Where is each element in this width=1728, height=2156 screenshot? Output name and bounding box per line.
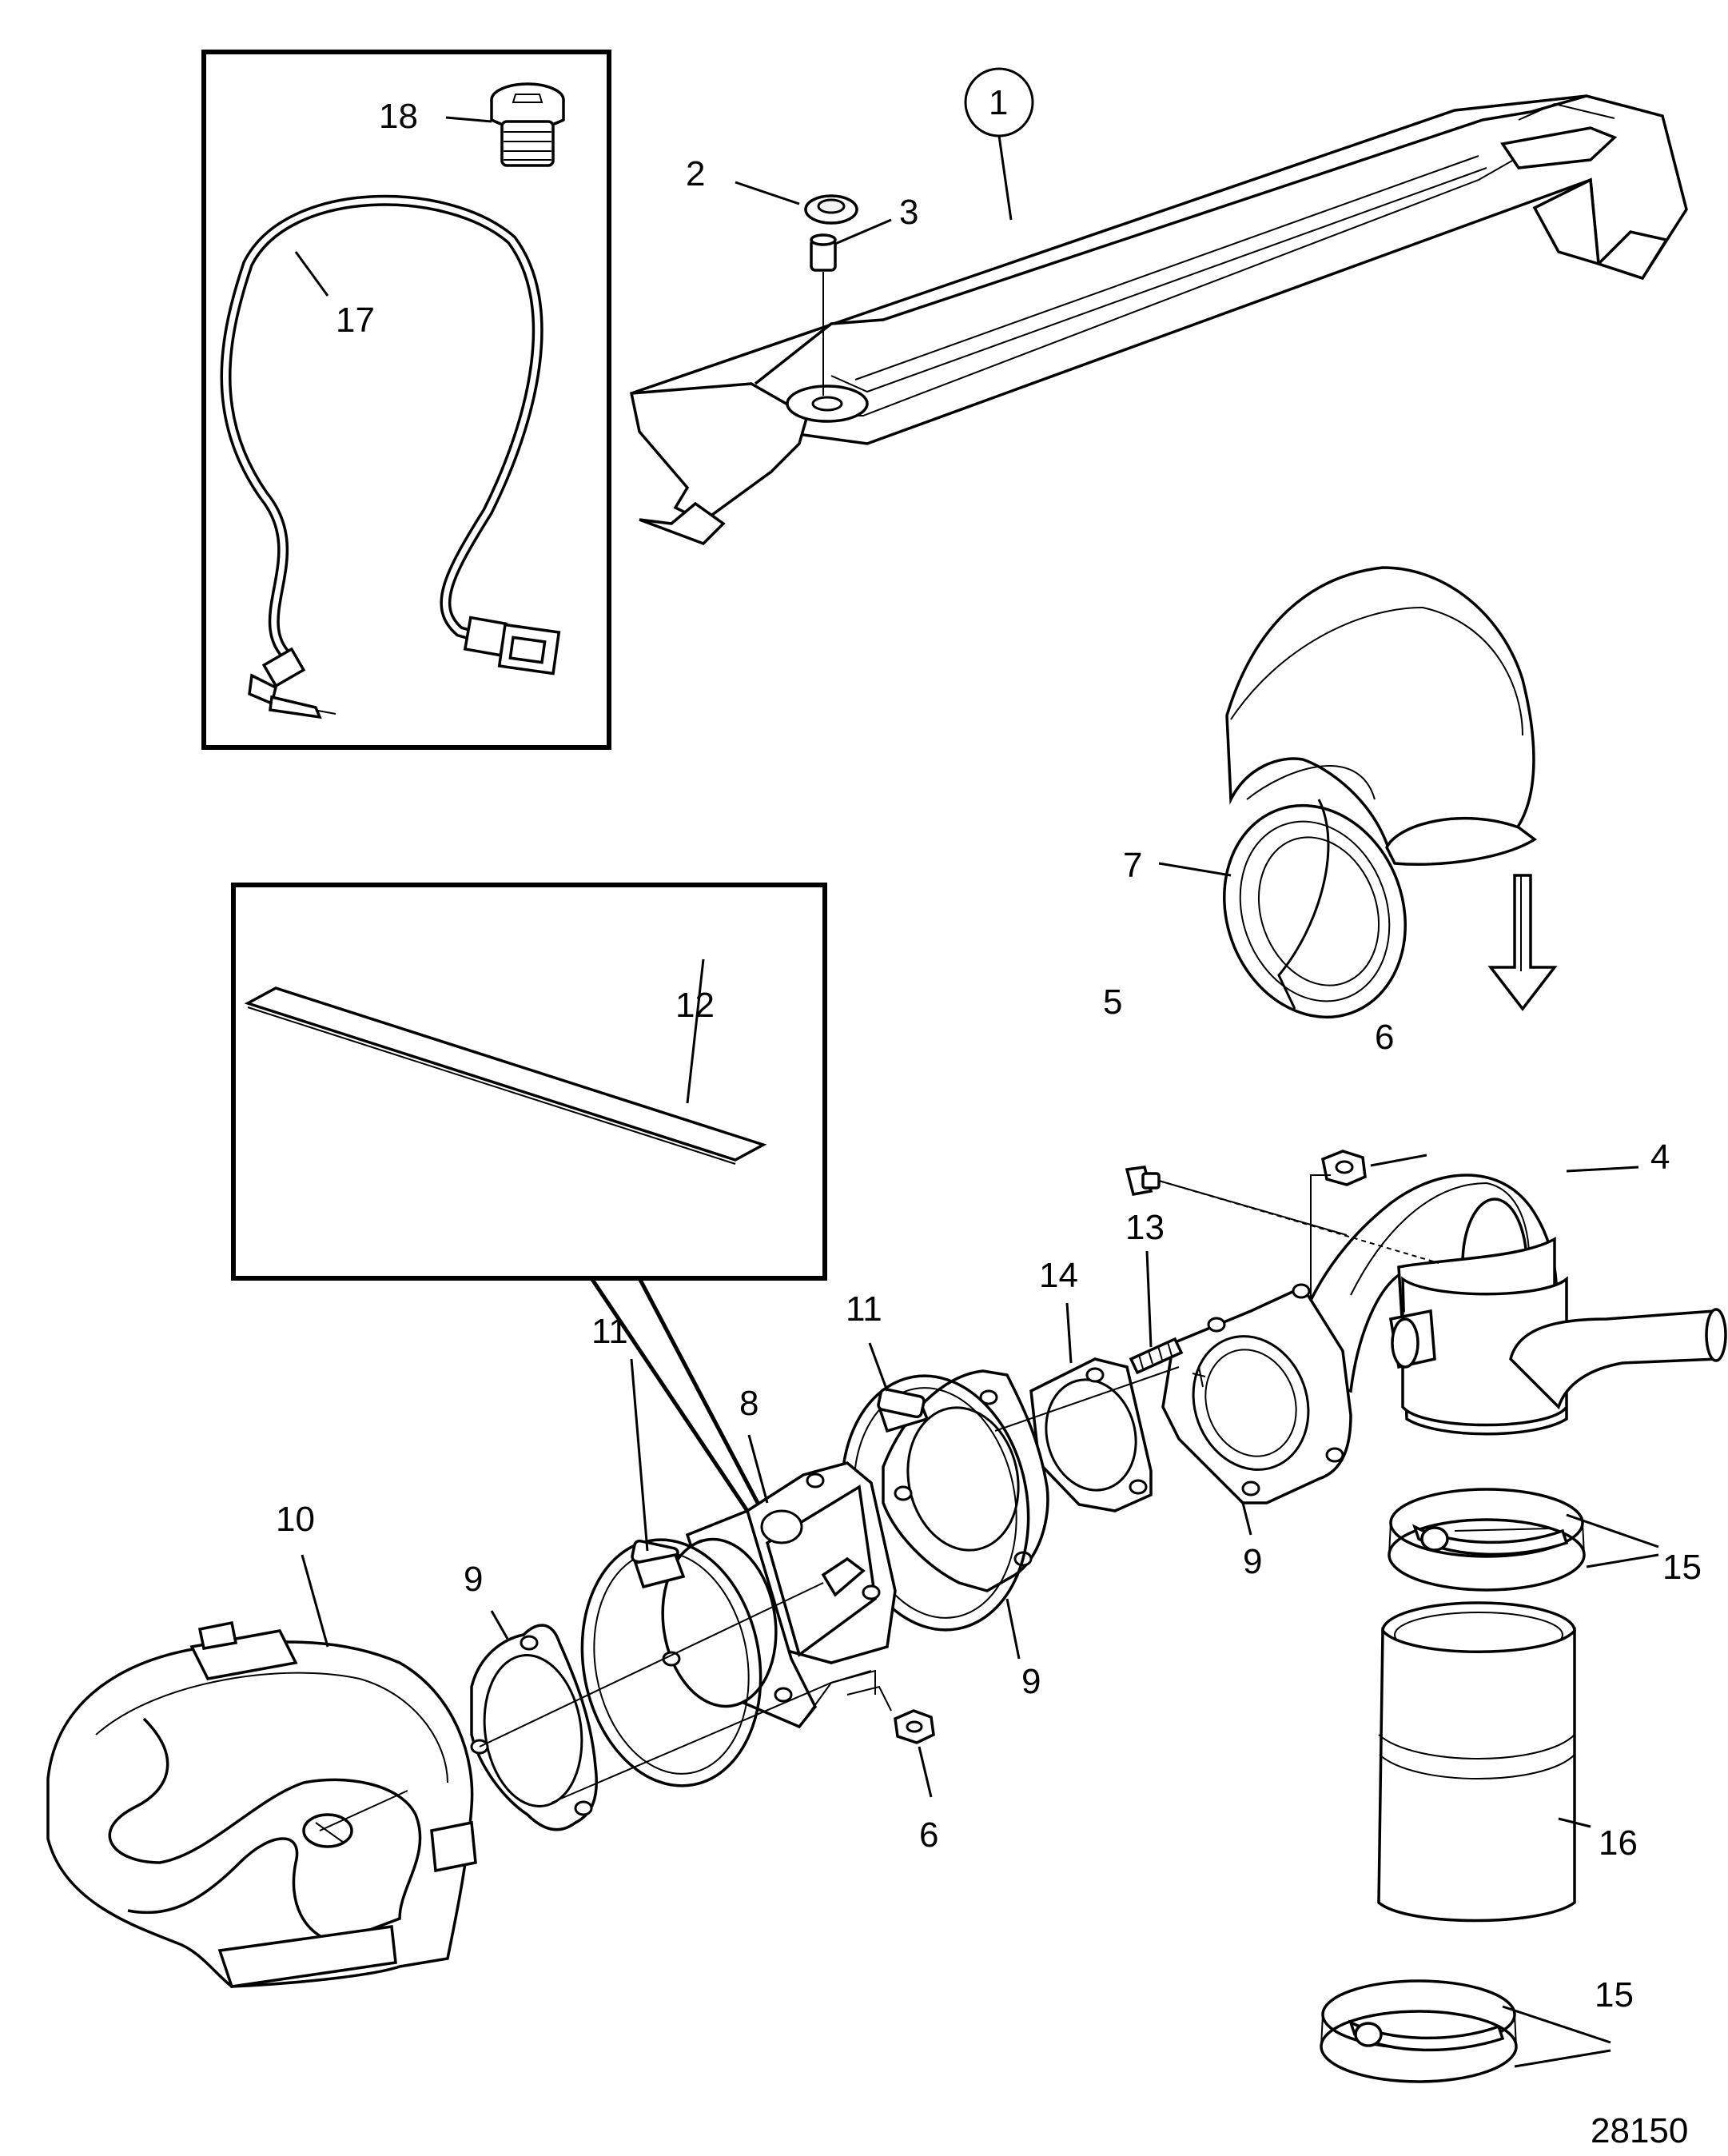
- hose-clamp-15-upper: [1388, 1488, 1586, 1592]
- callout-8: 8: [739, 1384, 758, 1423]
- sleeve-3: [810, 233, 837, 396]
- callout-4: 4: [1650, 1138, 1670, 1177]
- callout-labels: 1 2 3 4 5 6 6 7 8 9 9 9 10 11 11 12 13 1…: [276, 83, 1702, 2150]
- elbow-cover-7: [1223, 566, 1538, 1019]
- callout-13: 13: [1125, 1208, 1165, 1247]
- nut-6-upper: [1310, 1150, 1367, 1311]
- callout-9-center: 9: [1021, 1662, 1041, 1701]
- callout-11-right: 11: [846, 1289, 882, 1329]
- gasket-14: [1029, 1357, 1153, 1512]
- inset-sensor-box: [201, 50, 611, 750]
- callout-10: 10: [276, 1500, 315, 1539]
- assembly-axis-lines: [479, 1366, 1180, 1803]
- stud-13: [1129, 1337, 1184, 1375]
- callout-2: 2: [686, 154, 705, 193]
- callout-9-right: 9: [1243, 1542, 1262, 1581]
- inset-strip-box: [231, 883, 827, 1512]
- plug-18: [490, 82, 565, 167]
- drawing-number: 28150: [1591, 2111, 1688, 2150]
- callout-3: 3: [899, 193, 918, 232]
- callout-15-upper: 15: [1662, 1548, 1702, 1587]
- install-direction-arrow-icon: [1487, 874, 1558, 1011]
- callout-12: 12: [675, 986, 715, 1025]
- top-cover-1: [629, 94, 1688, 546]
- hose-clamp-15-lower: [1320, 1979, 1518, 2083]
- callout-6-upper: 6: [1375, 1018, 1394, 1057]
- callout-14: 14: [1039, 1256, 1078, 1295]
- clamp-11-left: [580, 1538, 762, 1787]
- exhaust-elbow-4: [1289, 1174, 1727, 1436]
- pipe-section-8: [661, 1461, 897, 1729]
- callout-6-lower: 6: [919, 1815, 938, 1855]
- callout-1: 1: [989, 83, 1008, 122]
- callout-11-left: 11: [591, 1312, 628, 1351]
- end-cover-10: [46, 1620, 477, 1988]
- leader-lines: [294, 67, 1659, 2068]
- gasket-9-left: [470, 1624, 598, 1831]
- callout-9-left: 9: [464, 1560, 483, 1599]
- callout-18: 18: [379, 97, 418, 136]
- gasket-9-center: [882, 1369, 1049, 1592]
- nut-6-lower: [894, 1709, 935, 1744]
- callout-5: 5: [1103, 982, 1122, 1022]
- hose-16: [1377, 1601, 1576, 1923]
- callout-15-lower: 15: [1595, 1975, 1634, 2015]
- flange-right-9: [1161, 1283, 1352, 1504]
- bolt-5: [1125, 1166, 1439, 1264]
- grommet-2: [804, 194, 858, 225]
- callout-17: 17: [336, 301, 375, 340]
- callout-7: 7: [1123, 846, 1142, 885]
- sensor-cable-17: [220, 194, 561, 719]
- callout-16: 16: [1599, 1823, 1638, 1863]
